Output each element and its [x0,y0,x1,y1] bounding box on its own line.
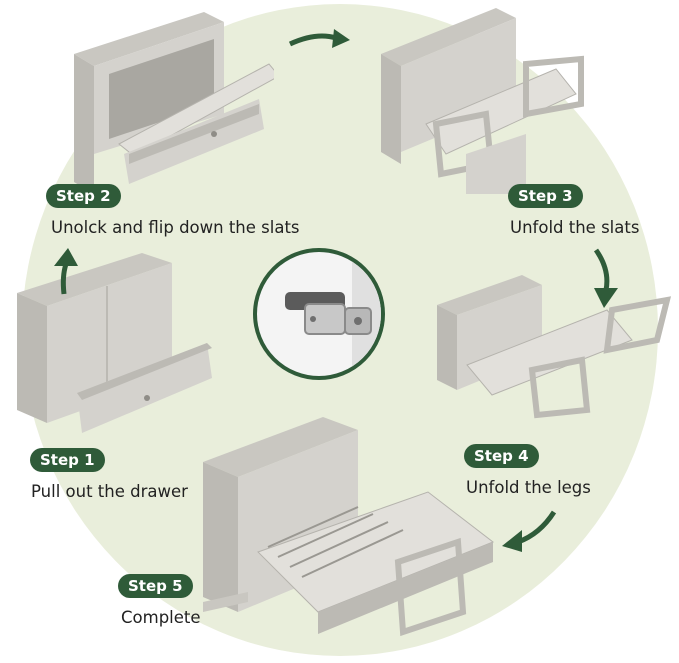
step1-caption: Pull out the drawer [31,482,188,501]
step1-illustration [17,253,212,433]
step1-badge: Step 1 [30,448,105,472]
curved-arrow-icon [54,248,78,295]
step3-caption: Unfold the slats [510,218,640,237]
curved-arrow-icon [502,510,557,552]
step2-badge: Step 2 [46,184,121,208]
curved-arrow-icon [288,29,350,48]
step4-caption: Unfold the legs [466,478,591,497]
latch-icon [285,252,381,376]
step4-illustration [437,275,672,419]
step5-badge: Step 5 [118,574,193,598]
step3-illustration [381,8,584,194]
curved-arrow-icon [593,248,618,308]
step4-badge: Step 4 [464,444,539,468]
step2-caption: Unolck and flip down the slats [51,218,300,237]
step2-illustration [74,12,274,194]
step5-illustration [203,417,495,637]
step3-badge: Step 3 [508,184,583,208]
latch-detail [253,248,385,380]
step5-caption: Complete [121,608,201,627]
